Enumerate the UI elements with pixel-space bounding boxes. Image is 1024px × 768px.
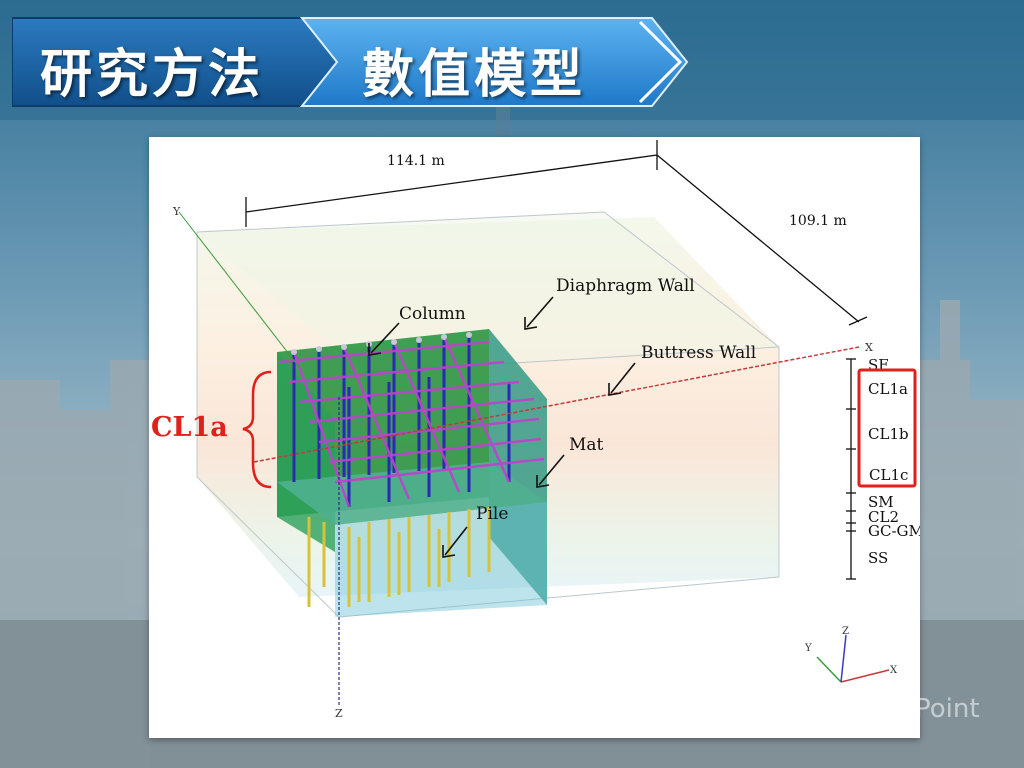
- callout-column: Column: [399, 304, 466, 324]
- callout-pile: Pile: [476, 504, 508, 524]
- triad-y-label: Y: [804, 643, 812, 654]
- soil-layer-2: CL1b: [868, 425, 909, 443]
- callouts: [368, 296, 636, 558]
- soil-layer-7: SS: [868, 549, 888, 567]
- highlight-brace: [242, 370, 272, 489]
- soil-layer-3: CL1c: [869, 466, 908, 484]
- soil-layer-5: CL2: [868, 508, 899, 526]
- soil-layer-scale: [846, 358, 856, 580]
- axis-y-label-top: Y: [172, 205, 181, 218]
- title-banner: 研究方法 數值模型: [11, 14, 692, 110]
- soil-layer-6: GC-GM: [868, 522, 920, 540]
- excavation-level-line: [253, 346, 860, 463]
- soil-layer-4: SM: [868, 493, 894, 511]
- highlight-box: [857, 368, 917, 488]
- model-diagram-card: 114.1 m 109.1 m: [149, 137, 924, 738]
- dimension-width-label: 109.1 m: [789, 213, 847, 229]
- highlight-layer-label: CL1a: [151, 412, 228, 443]
- soil-layer-1: CL1a: [868, 380, 908, 398]
- callout-diaphragm-wall: Diaphragm Wall: [556, 276, 695, 296]
- numerical-model-diagram: 114.1 m 109.1 m: [151, 140, 924, 720]
- title-section: 研究方法: [40, 44, 265, 105]
- title-banner-shape: [11, 17, 689, 107]
- title-topic: 數值模型: [362, 44, 587, 105]
- global-axes: Y X Z: [172, 205, 873, 720]
- callout-buttress-wall: Buttress Wall: [641, 343, 756, 363]
- columns-and-struts: [278, 332, 545, 508]
- triad-x-label: X: [890, 665, 898, 676]
- callout-mat: Mat: [569, 435, 604, 455]
- watermark: Point: [915, 694, 980, 724]
- triad-z-label: Z: [842, 626, 849, 637]
- dimension-lines: [245, 140, 868, 326]
- orientation-triad: Y X Z: [804, 626, 898, 683]
- dimension-length-label: 114.1 m: [387, 153, 445, 169]
- axis-z-label-bottom: Z: [335, 707, 343, 720]
- axis-x-label-right: X: [865, 341, 873, 354]
- piles: [307, 507, 491, 607]
